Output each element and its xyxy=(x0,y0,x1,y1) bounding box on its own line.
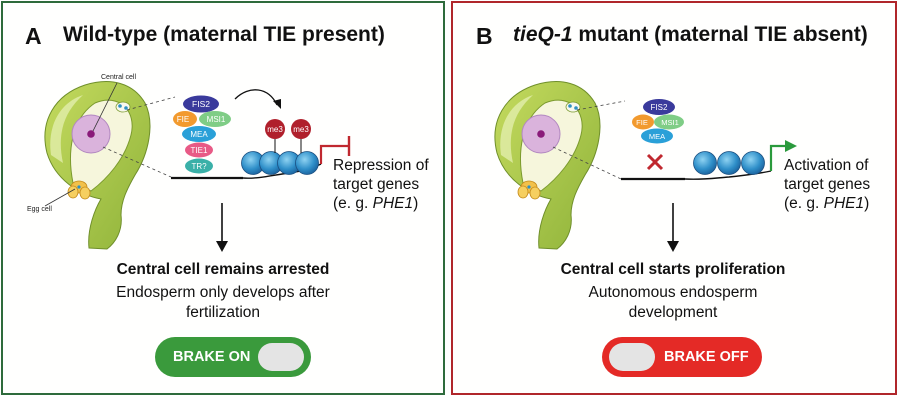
ovule-illustration xyxy=(44,81,151,250)
panel-wild-type: A Wild-type (maternal TIE present) xyxy=(1,1,445,395)
nucleosome xyxy=(741,151,765,175)
outcome-headline: Central cell remains arrested xyxy=(116,261,330,278)
outcome-line: Activation of xyxy=(784,157,869,174)
toggle-label: BRAKE ON xyxy=(173,349,251,365)
nucleosomes xyxy=(241,151,319,175)
msi1-protein xyxy=(199,111,231,127)
tr-protein xyxy=(185,158,213,174)
outcome-suffix: ) xyxy=(864,195,870,212)
me3-mark xyxy=(265,119,285,139)
outcome-text: Repression of target genes (e. g. PHE1) xyxy=(333,156,429,213)
activation-arrow xyxy=(769,144,787,171)
outcome-prefix: (e. g. xyxy=(333,195,373,212)
description-line: Autonomous endosperm xyxy=(588,284,758,301)
outcome-headline: Central cell starts proliferation xyxy=(560,261,786,278)
msi1-protein xyxy=(654,114,684,130)
outcome-gene: PHE1 xyxy=(372,195,414,212)
toggle-label: BRAKE OFF xyxy=(664,349,749,365)
mea-protein xyxy=(182,126,216,142)
nucleosome xyxy=(693,151,717,175)
fis2-protein xyxy=(183,95,219,113)
ovule-illustration xyxy=(494,81,601,250)
mea-protein xyxy=(641,128,673,144)
outcome-description: Endosperm only develops after fertilizat… xyxy=(3,283,443,323)
outcome-description: Autonomous endosperm development xyxy=(453,283,893,323)
fis2-protein xyxy=(643,99,675,115)
fis2-label: FIS2 xyxy=(651,103,668,112)
outcome-gene: PHE1 xyxy=(823,195,865,212)
tr-label: TR? xyxy=(191,162,207,171)
nucleosome xyxy=(717,151,741,175)
description-line: Endosperm only develops after xyxy=(116,284,330,301)
prc2-complex: FIS2 FIE MSI1 MEA xyxy=(632,99,684,144)
toggle-knob xyxy=(609,343,655,371)
msi1-label: MSI1 xyxy=(661,118,679,127)
outcome-text: Activation of target genes (e. g. PHE1) xyxy=(784,156,870,213)
title-rest: mutant (maternal TIE absent) xyxy=(572,23,868,46)
description-line: development xyxy=(628,304,718,321)
repression-symbol xyxy=(319,144,349,164)
blocked-x-icon xyxy=(646,153,664,171)
methylation-arrow xyxy=(234,89,278,106)
outcome-prefix: (e. g. xyxy=(784,195,824,212)
tie1-label: TIE1 xyxy=(191,146,208,155)
mutant-diagram: FIS2 FIE MSI1 MEA xyxy=(494,81,797,252)
outcome-line: (e. g. PHE1) xyxy=(333,194,429,213)
mutant-name: tieQ-1 xyxy=(513,23,573,46)
prc2-complex: FIS2 FIE MSI1 MEA TIE1 TR? xyxy=(173,95,231,174)
panel-title: tieQ-1 mutant (maternal TIE absent) xyxy=(513,23,868,47)
outcome-suffix: ) xyxy=(413,195,419,212)
egg-cell-label: Egg cell xyxy=(27,206,52,213)
tie1-protein xyxy=(185,142,213,158)
panel-title: Wild-type (maternal TIE present) xyxy=(63,23,385,46)
fie-protein xyxy=(173,111,197,127)
outcome-line: target genes xyxy=(333,176,420,193)
nucleosomes xyxy=(693,151,765,175)
panel-letter: A xyxy=(25,23,42,49)
toggle-knob xyxy=(258,343,304,371)
fie-protein xyxy=(632,114,654,130)
me3-mark xyxy=(291,119,311,139)
outcome-line: (e. g. PHE1) xyxy=(784,194,870,213)
panel-mutant: B tieQ-1 mutant (maternal TIE absent) FI… xyxy=(451,1,897,395)
central-cell-label: Central cell xyxy=(101,74,137,81)
msi1-label: MSI1 xyxy=(207,115,226,124)
description-line: fertilization xyxy=(185,304,261,321)
outcome-line: target genes xyxy=(784,176,871,193)
mea-label: MEA xyxy=(649,132,665,141)
brake-off-toggle[interactable]: BRAKE OFF xyxy=(602,337,762,377)
me3-label: me3 xyxy=(267,125,283,134)
fie-label: FIE xyxy=(177,115,189,124)
me3-label: me3 xyxy=(293,125,309,134)
fis2-label: FIS2 xyxy=(192,99,210,109)
fie-label: FIE xyxy=(636,118,648,127)
nucleosome xyxy=(295,151,319,175)
wild-type-diagram: FIS2 FIE MSI1 MEA TIE1 TR? me3 me3 xyxy=(44,81,351,252)
brake-on-toggle[interactable]: BRAKE ON xyxy=(155,337,311,377)
panel-letter: B xyxy=(476,23,493,49)
mea-label: MEA xyxy=(190,130,208,139)
outcome-line: Repression of xyxy=(333,157,429,174)
